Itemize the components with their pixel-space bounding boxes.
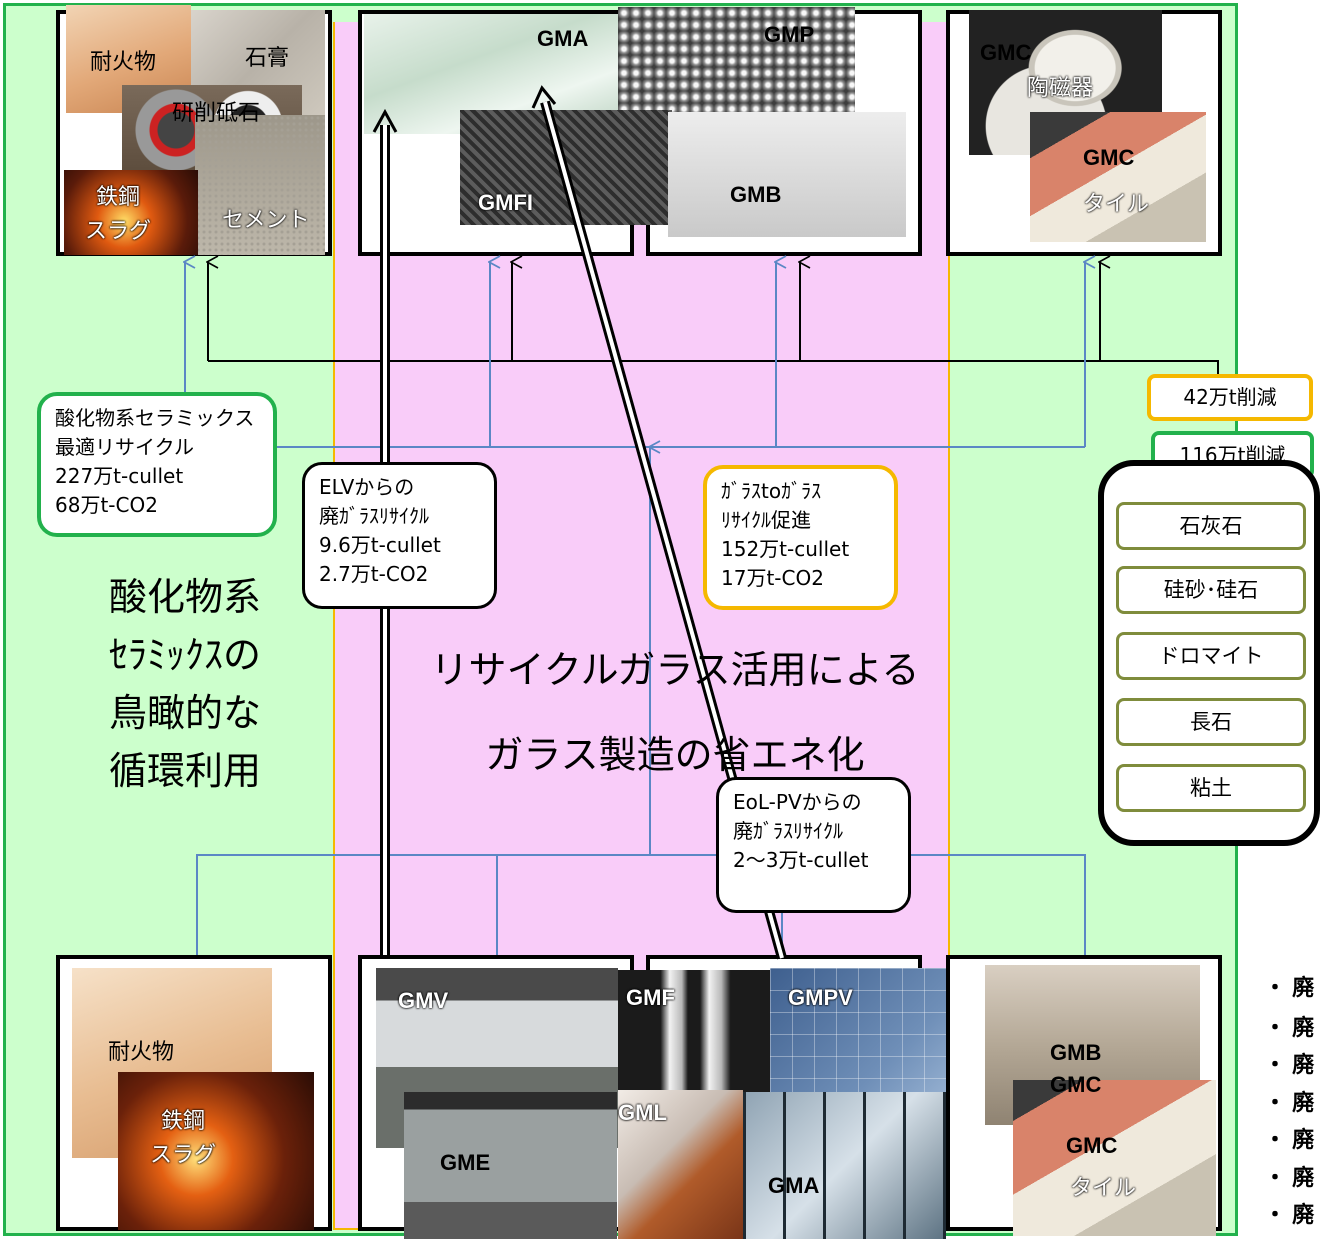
lcd-photo xyxy=(618,1090,743,1239)
label-gma-bottom: GMA xyxy=(768,1173,820,1198)
label-gmc-tile-bottom: GMC xyxy=(1066,1133,1118,1158)
crt-photo xyxy=(404,1092,617,1239)
label-gmc-bottom: GMC xyxy=(1050,1072,1102,1097)
label-gmc-pottery: GMC xyxy=(980,40,1032,65)
label-gmfi: GMFI xyxy=(478,190,533,215)
oxide-recycle-callout: 酸化物系セラミックス 最適リサイクル 227万t-cullet 68万t-CO2 xyxy=(37,392,277,537)
reduction-orange-badge: 42万t削減 xyxy=(1147,374,1313,421)
label-slag-bottom: 鉄鋼 スラグ xyxy=(150,1108,217,1167)
bullet-item: ・ 廃 xyxy=(1264,1202,1315,1227)
label-slag-top: 鉄鋼 スラグ xyxy=(85,184,152,243)
raw-silica: 硅砂･硅石 xyxy=(1116,566,1306,614)
bullet-item: ・ 廃 xyxy=(1264,1127,1315,1152)
eol-pv-callout: EoL-PVからの 廃ｶﾞﾗｽﾘｻｲｸﾙ 2〜3万t-cullet xyxy=(716,777,911,913)
label-tile-bottom: タイル xyxy=(1070,1175,1137,1200)
label-gml: GML xyxy=(618,1100,667,1125)
label-pottery: 陶磁器 xyxy=(1027,75,1094,100)
raw-clay: 粘土 xyxy=(1116,764,1306,812)
bullet-item: ・ 廃 xyxy=(1264,1165,1315,1190)
building-glass-photo xyxy=(743,1092,946,1239)
label-cement: セメント xyxy=(222,207,310,232)
label-gmb-bottom: GMB xyxy=(1050,1040,1102,1065)
label-gypsum: 石膏 xyxy=(245,45,290,70)
raw-material-supply-lines xyxy=(208,262,1219,405)
label-tile-top: タイル xyxy=(1083,191,1150,216)
cement-photo xyxy=(195,115,325,255)
tile-photo xyxy=(1030,112,1206,242)
recycle-output-lines xyxy=(185,262,1085,955)
center-heading: リサイクルガラス活用による ガラス製造の省エネ化 xyxy=(430,648,920,777)
bullet-item: ・ 廃 xyxy=(1264,1090,1315,1115)
label-gmf: GMF xyxy=(626,985,675,1010)
label-grinding: 研削砥石 xyxy=(172,100,261,125)
raw-dolomite: ドロマイト xyxy=(1116,632,1306,680)
slag-photo xyxy=(64,170,198,255)
label-refractory-bottom: 耐火物 xyxy=(108,1039,175,1064)
bullet-item: ・ 廃 xyxy=(1264,975,1315,1000)
raw-limestone: 石灰石 xyxy=(1116,502,1306,550)
tile-bottom-photo xyxy=(1013,1080,1216,1236)
glass-to-glass-callout: ｶﾞﾗｽtoｶﾞﾗｽ ﾘｻｲｸﾙ促進 152万t-cullet 17万t-CO2 xyxy=(703,465,898,610)
label-refractory-top: 耐火物 xyxy=(90,49,157,74)
elv-callout: ELVからの 廃ｶﾞﾗｽﾘｻｲｸﾙ 9.6万t-cullet 2.7万t-CO2 xyxy=(302,462,497,609)
label-gme: GME xyxy=(440,1150,491,1175)
raw-feldspar: 長石 xyxy=(1116,698,1306,746)
label-gmc-tile-top: GMC xyxy=(1083,145,1135,170)
bullet-item: ・ 廃 xyxy=(1264,1052,1315,1077)
label-gmb-top: GMB xyxy=(730,182,782,207)
bullet-item: ・ 廃 xyxy=(1264,1015,1315,1040)
left-heading: 酸化物系 ｾﾗﾐｯｸｽの 鳥瞰的な 循環利用 xyxy=(108,575,261,793)
glass-bottles-photo xyxy=(668,112,906,237)
label-gmp: GMP xyxy=(764,22,815,47)
label-gma-top: GMA xyxy=(537,26,589,51)
steel-slag-photo xyxy=(118,1072,314,1230)
label-gmpv: GMPV xyxy=(788,985,853,1010)
label-gmv: GMV xyxy=(398,988,449,1013)
